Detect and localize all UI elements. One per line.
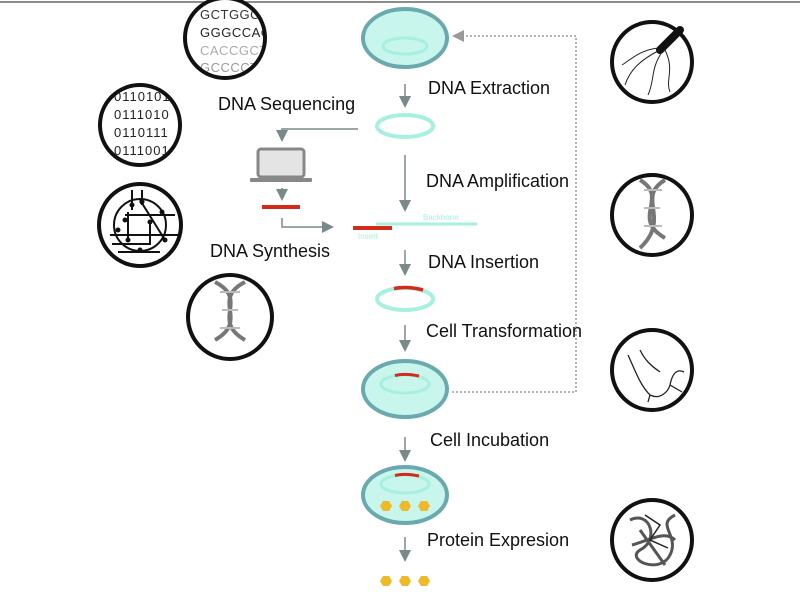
step-label-protein-expression: Protein Expresion (427, 530, 569, 550)
step-label-dna-sequencing: DNA Sequencing (218, 94, 355, 114)
host-cell (361, 7, 449, 69)
insert-label: Insert (358, 232, 379, 241)
step-label-dna-insertion: DNA Insertion (428, 252, 539, 272)
dna-helix-icon (186, 273, 274, 361)
step-label-dna-extraction: DNA Extraction (428, 78, 550, 98)
binary-code-icon: 0110101 0111010 0110111 0111001 (98, 83, 182, 167)
binary-line: 0111010 (114, 107, 170, 122)
arrow (276, 128, 358, 142)
feedback-dotted-arrow (452, 30, 577, 393)
step-label-cell-transformation: Cell Transformation (426, 321, 582, 341)
recombinant-plasmid (375, 285, 435, 312)
laptop-icon (250, 147, 312, 182)
sequence-line: CACCGCT (200, 43, 268, 58)
step-label-dna-amplification: DNA Amplification (426, 171, 569, 191)
sequence-line: GCTGGC (200, 7, 260, 22)
expressing-cell (361, 465, 449, 525)
bacterium-icon (610, 20, 694, 104)
binary-line: 0110111 (114, 125, 169, 140)
sequence-line: GGGCCAC (200, 25, 271, 40)
dna-helix-icon (610, 173, 694, 257)
step-label-dna-synthesis: DNA Synthesis (210, 241, 330, 261)
expressed-proteins (380, 576, 430, 586)
binary-line: 0110101 (114, 89, 171, 104)
plasmid (375, 113, 435, 139)
circuit-icon (97, 182, 183, 268)
arrow (281, 218, 334, 233)
backbone-label: Backbone (423, 213, 459, 222)
binary-line: 0111001 (114, 143, 170, 158)
protein-structure-icon (610, 498, 694, 582)
transformed-cell (361, 359, 449, 419)
dna-sequence-icon: GCTGGC GGGCCAC CACCGCT GCCCCT (183, 0, 271, 80)
hand-icon (610, 328, 694, 412)
step-label-cell-incubation: Cell Incubation (430, 430, 549, 450)
